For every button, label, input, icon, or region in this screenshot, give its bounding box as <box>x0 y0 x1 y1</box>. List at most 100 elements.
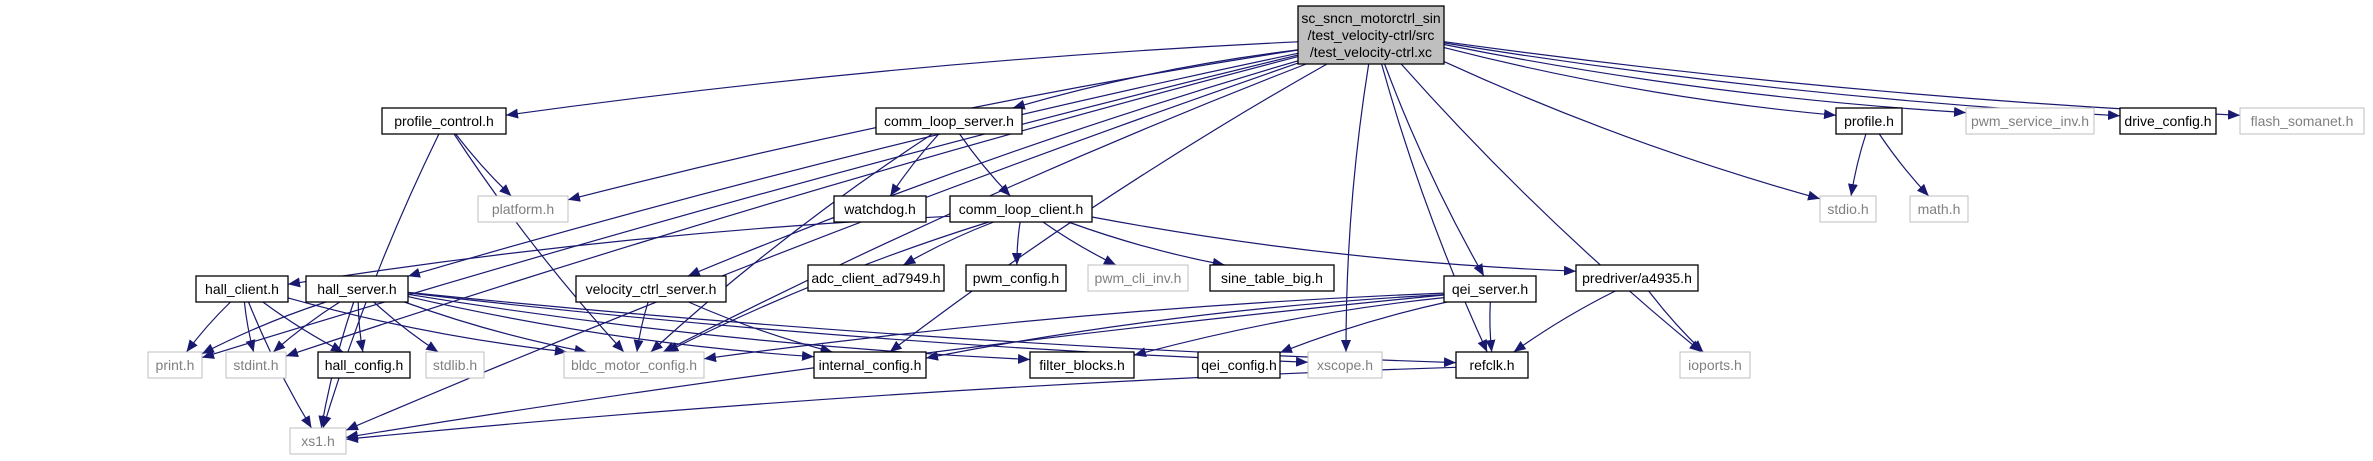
node-label: ioports.h <box>1688 357 1742 373</box>
node-platform: platform.h <box>477 195 569 223</box>
node-box <box>1835 107 1903 135</box>
node-ioports: ioports.h <box>1679 351 1751 379</box>
node-box <box>1197 351 1281 379</box>
node-refclk[interactable]: refclk.h <box>1455 351 1529 379</box>
node-box <box>305 275 409 303</box>
edge-qei_server-to-bldc_motor_config <box>703 292 1445 363</box>
node-hall-client[interactable]: hall_client.h <box>195 275 289 303</box>
node-box <box>875 107 1023 135</box>
edge-root-to-stdint <box>285 56 1299 358</box>
edge-root-to-velocity_ctrl_server <box>687 60 1299 277</box>
edge-hall_server-to-hall_config <box>355 301 366 353</box>
node-label: stdlib.h <box>433 357 477 373</box>
node-xscope: xscope.h <box>1307 351 1383 379</box>
edge-comm_loop_server-to-comm_loop_client <box>959 133 1011 197</box>
node-drive-config[interactable]: drive_config.h <box>2119 107 2217 135</box>
node-box <box>1575 264 1699 292</box>
node-box <box>1819 195 1877 223</box>
node-label: hall_server.h <box>317 281 396 297</box>
node-label: profile.h <box>1844 113 1894 129</box>
edge-root-to-refclk <box>1381 63 1488 353</box>
node-internal-config[interactable]: internal_config.h <box>813 351 927 379</box>
edge-refclk-to-xs1 <box>345 366 1457 444</box>
node-label: flash_somanet.h <box>2251 113 2354 129</box>
node-qei-config[interactable]: qei_config.h <box>1197 351 1281 379</box>
node-label: sine_table_big.h <box>1221 270 1323 286</box>
node-box <box>1679 351 1751 379</box>
edge-qei_server-to-internal_config <box>925 294 1445 361</box>
node-hall-server[interactable]: hall_server.h <box>305 275 409 303</box>
node-box <box>1087 264 1189 292</box>
node-label: hall_config.h <box>325 357 404 373</box>
node-label: stdint.h <box>233 357 278 373</box>
node-watchdog[interactable]: watchdog.h <box>833 195 927 223</box>
node-qei-server[interactable]: qei_server.h <box>1443 275 1537 303</box>
node-label: /test_velocity-ctrl/src <box>1308 27 1435 43</box>
node-box <box>1443 275 1537 303</box>
node-box <box>813 351 927 379</box>
node-label: stdio.h <box>1827 201 1868 217</box>
node-stdio: stdio.h <box>1819 195 1877 223</box>
edge-velocity_ctrl_server-to-bldc_motor_config <box>633 301 649 353</box>
node-box <box>1209 264 1335 292</box>
node-label: /test_velocity-ctrl.xc <box>1310 44 1432 60</box>
edge-hall_server-to-print <box>201 301 327 355</box>
node-profile-control[interactable]: profile_control.h <box>381 107 507 135</box>
node-label: predriver/a4935.h <box>1582 270 1692 286</box>
node-label: qei_config.h <box>1201 357 1277 373</box>
node-label: hall_client.h <box>205 281 279 297</box>
edge-hall_server-to-stdint <box>272 301 341 353</box>
node-box <box>1029 351 1135 379</box>
edge-profile-to-math <box>1878 133 1930 197</box>
node-pwm-config[interactable]: pwm_config.h <box>965 264 1067 292</box>
node-sine-table[interactable]: sine_table_big.h <box>1209 264 1335 292</box>
edge-root-to-profile_control <box>505 41 1299 119</box>
node-label: comm_loop_server.h <box>884 113 1014 129</box>
node-label: drive_config.h <box>2124 113 2211 129</box>
edge-hall_server-to-bldc_motor_config <box>404 301 587 355</box>
node-label: pwm_service_inv.h <box>1971 113 2089 129</box>
node-root[interactable]: sc_sncn_motorctrl_sin/test_velocity-ctrl… <box>1297 5 1445 65</box>
edge-hall_client-to-stdint <box>243 301 256 353</box>
node-adc-client[interactable]: adc_client_ad7949.h <box>807 264 945 292</box>
node-label: internal_config.h <box>819 357 922 373</box>
edge-hall_client-to-print <box>186 301 231 353</box>
node-box <box>2119 107 2217 135</box>
node-label: print.h <box>156 357 195 373</box>
node-label: filter_blocks.h <box>1039 357 1125 373</box>
node-box <box>147 351 203 379</box>
edge-root-to-hall_server <box>407 52 1299 278</box>
node-comm-loop-client[interactable]: comm_loop_client.h <box>949 195 1093 223</box>
node-box <box>1307 351 1383 379</box>
node-predriver[interactable]: predriver/a4935.h <box>1575 264 1699 292</box>
edge-root-to-comm_loop_server <box>1012 49 1299 110</box>
node-velocity-ctrl-server[interactable]: velocity_ctrl_server.h <box>575 275 727 303</box>
edge-hall_server-to-refclk <box>407 291 1457 368</box>
edge-profile_control-to-platform <box>455 133 512 197</box>
edge-hall_client-to-bldc_motor_config <box>287 297 567 356</box>
node-box <box>575 275 727 303</box>
edges-layer <box>186 41 2241 444</box>
edge-velocity_ctrl_server-to-internal_config <box>688 301 833 354</box>
node-hall-config[interactable]: hall_config.h <box>317 351 411 379</box>
edge-comm_loop_client-to-adc_client <box>903 221 994 266</box>
node-box <box>225 351 287 379</box>
node-label: pwm_cli_inv.h <box>1095 270 1182 286</box>
node-filter-blocks[interactable]: filter_blocks.h <box>1029 351 1135 379</box>
edge-root-to-print <box>201 54 1299 359</box>
node-flash-somanet: flash_somanet.h <box>2239 107 2365 135</box>
node-profile[interactable]: profile.h <box>1835 107 1903 135</box>
edge-root-to-flash_somanet <box>1443 41 2241 120</box>
node-box <box>195 275 289 303</box>
edge-predriver-to-refclk <box>1513 290 1616 353</box>
edge-hall_server-to-internal_config <box>407 296 815 361</box>
node-label: xscope.h <box>1317 357 1373 373</box>
edge-comm_loop_client-to-pwm_cli_inv <box>1042 221 1117 266</box>
edge-root-to-xscope <box>1340 63 1370 353</box>
node-bldc-motor-config: bldc_motor_config.h <box>563 351 705 379</box>
node-box <box>833 195 927 223</box>
node-comm-loop-server[interactable]: comm_loop_server.h <box>875 107 1023 135</box>
edge-predriver-to-ioports <box>1648 290 1704 353</box>
edge-qei_server-to-qei_config <box>1279 301 1448 354</box>
